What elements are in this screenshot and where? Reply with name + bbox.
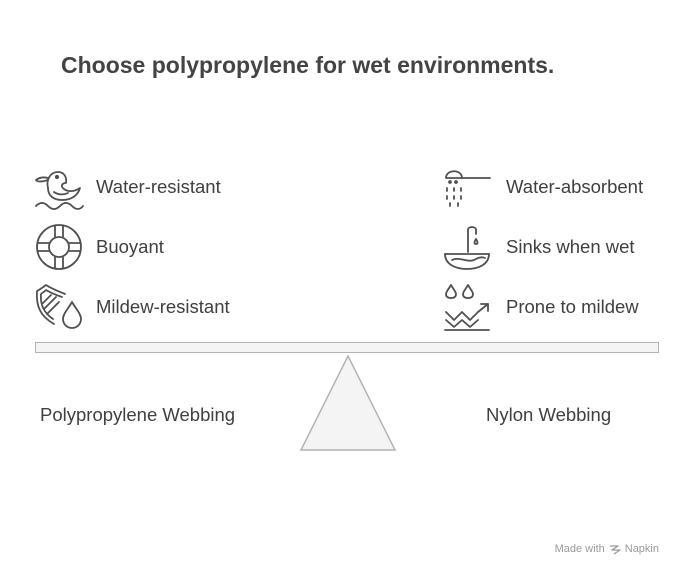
right-item-sinks-when-wet: Sinks when wet bbox=[442, 222, 635, 272]
shield-drop-icon bbox=[35, 284, 82, 329]
left-item-water-resistant: Water-resistant bbox=[34, 162, 221, 212]
diagram-title: Choose polypropylene for wet environment… bbox=[61, 52, 555, 78]
right-side-label: Nylon Webbing bbox=[486, 404, 612, 425]
left-item-buoyant: Buoyant bbox=[34, 222, 164, 272]
right-item-prone-to-mildew: Prone to mildew bbox=[442, 282, 639, 332]
left-item-label: Water-resistant bbox=[96, 176, 221, 197]
right-item-label: Sinks when wet bbox=[506, 236, 635, 257]
seesaw-fulcrum bbox=[299, 354, 397, 451]
drops-arrow-icon bbox=[444, 284, 490, 331]
right-item-label: Water-absorbent bbox=[506, 176, 644, 197]
left-item-mildew-resistant: Mildew-resistant bbox=[34, 282, 230, 332]
left-item-label: Buoyant bbox=[96, 236, 164, 257]
left-item-label: Mildew-resistant bbox=[96, 296, 230, 317]
napkin-logo-icon bbox=[609, 545, 621, 555]
seesaw-beam bbox=[35, 342, 659, 353]
left-side-label: Polypropylene Webbing bbox=[40, 404, 236, 425]
pelican-icon bbox=[35, 171, 84, 210]
footer-credit: Made with Napkin bbox=[555, 543, 659, 555]
footer-made-with: Made with bbox=[554, 543, 605, 555]
right-item-label: Prone to mildew bbox=[506, 296, 639, 317]
right-item-water-absorbent: Water-absorbent bbox=[442, 162, 643, 212]
life-ring-icon bbox=[36, 224, 82, 270]
shower-head-icon bbox=[445, 170, 491, 207]
footer-brand: Napkin bbox=[624, 543, 659, 555]
faucet-sink-icon bbox=[444, 226, 490, 270]
